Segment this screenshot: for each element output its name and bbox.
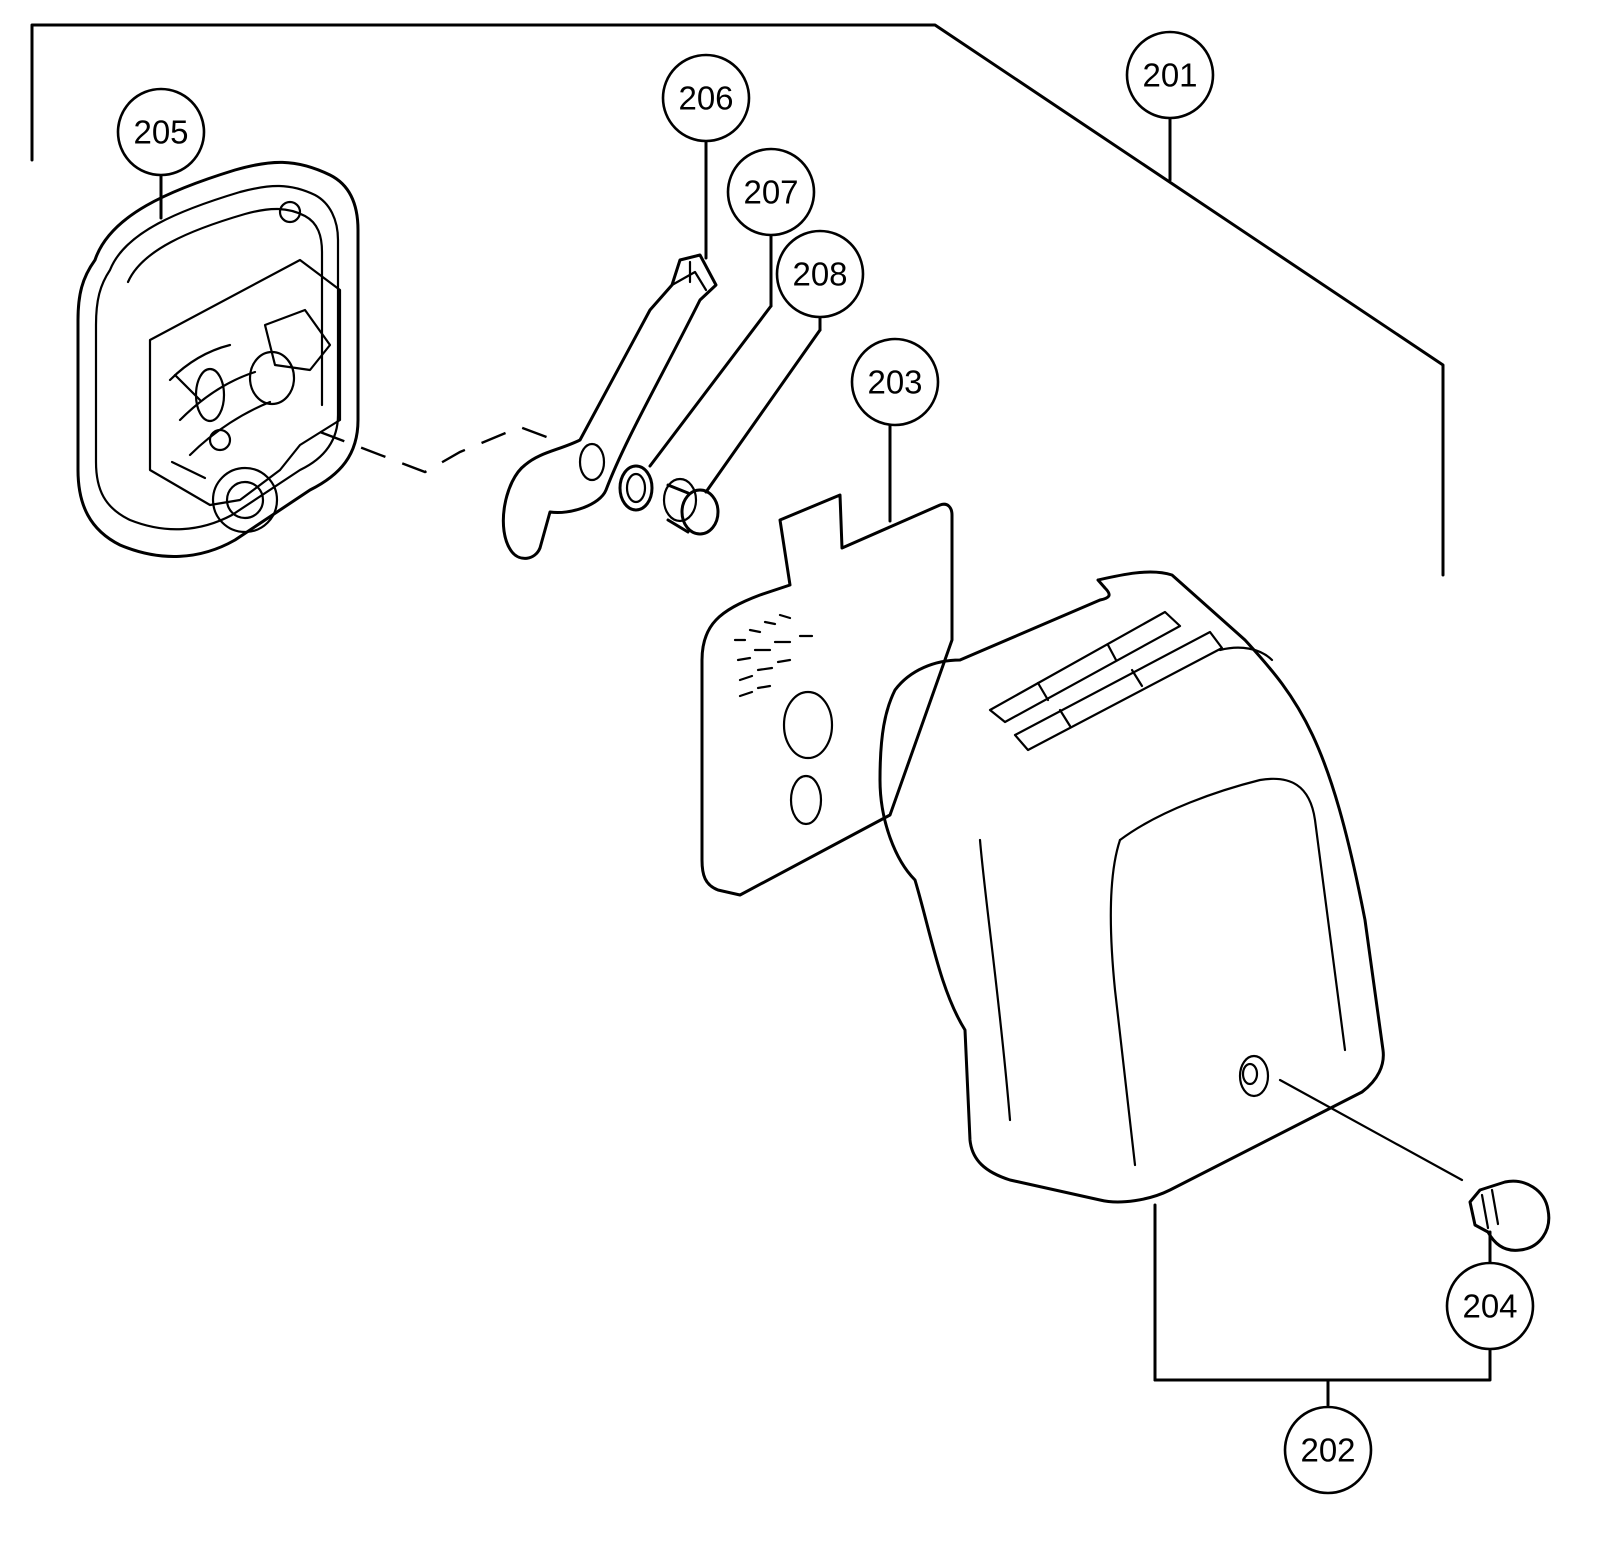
callout-206: 206 bbox=[661, 53, 751, 143]
callout-204: 204 bbox=[1445, 1261, 1535, 1351]
callout-206-label: 206 bbox=[678, 80, 733, 117]
callout-201-label: 201 bbox=[1142, 57, 1197, 94]
callout-207: 207 bbox=[726, 147, 816, 237]
callout-208-label: 208 bbox=[792, 256, 847, 293]
part-206-lever bbox=[501, 140, 718, 560]
callout-207-label: 207 bbox=[743, 174, 798, 211]
callout-204-label: 204 bbox=[1462, 1288, 1517, 1325]
callout-202: 202 bbox=[1283, 1405, 1373, 1495]
assembly-bracket-201 bbox=[30, 23, 1445, 577]
part-204-screw bbox=[1278, 1078, 1551, 1264]
callout-203-label: 203 bbox=[867, 364, 922, 401]
callout-203: 203 bbox=[850, 337, 940, 427]
callout-205-label: 205 bbox=[133, 114, 188, 151]
part-202-muffler bbox=[878, 570, 1492, 1407]
callout-201: 201 bbox=[1125, 30, 1215, 120]
part-207-o-ring bbox=[618, 234, 773, 512]
part-208-bushing bbox=[662, 316, 822, 536]
part-203-gasket bbox=[700, 423, 954, 897]
callout-202-label: 202 bbox=[1300, 1432, 1355, 1469]
callout-208: 208 bbox=[775, 229, 865, 319]
part-205-filter-housing bbox=[76, 160, 360, 558]
callout-205: 205 bbox=[116, 87, 206, 177]
